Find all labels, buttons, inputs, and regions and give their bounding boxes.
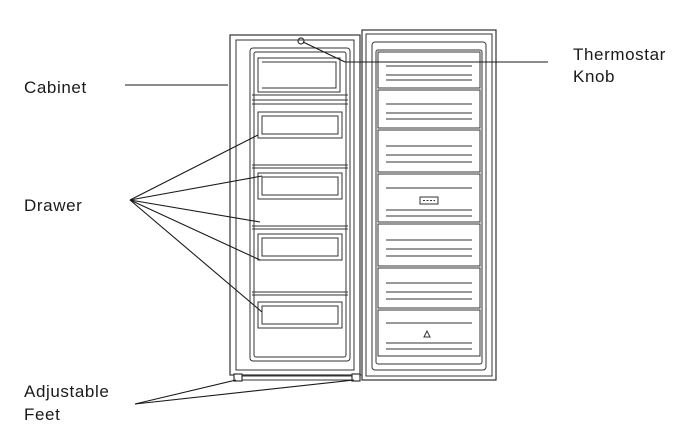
door-bin-2: [377, 89, 481, 129]
door-bin-7: [377, 309, 481, 357]
cabinet-label: Cabinet: [24, 78, 87, 97]
drawer-leader-line-3: [129, 199, 261, 223]
drawer-label: Drawer: [24, 196, 83, 215]
door-bin-3: [377, 129, 481, 173]
cabinet-drawer-3: [257, 233, 343, 261]
door-panel: [361, 29, 497, 381]
door-bin-1: [377, 51, 481, 89]
door-bin-5: [377, 223, 481, 267]
cabinet-drawer-1: [257, 111, 343, 139]
thermostat-leader-line: [302, 41, 346, 63]
drawer-leader-line-1: [129, 134, 259, 201]
drawer-leader-line-5: [129, 199, 263, 313]
cabinet-drawer-4: [257, 301, 343, 329]
feet-leader-line-right: [134, 379, 355, 405]
adjustable-foot-left: [233, 373, 243, 382]
feet-leader-line-left: [134, 379, 237, 405]
adjustable-feet-label-line1: Adjustable: [24, 382, 110, 401]
adjustable-feet-label-line2: Feet: [24, 405, 61, 424]
cabinet-drawer-2: [257, 172, 343, 200]
cabinet-base: [232, 374, 362, 381]
drawer-leader-line-2: [129, 175, 263, 201]
door-logo-icon: [423, 329, 431, 338]
thermostat-knob-label-line2: Knob: [573, 67, 616, 86]
adjustable-foot-right: [351, 373, 361, 382]
cabinet-shelf-lines: [252, 164, 348, 296]
thermostat-knob: [297, 37, 305, 45]
thermostat-knob-label-line1: Thermostar: [573, 45, 666, 64]
drawer-leader-line-4: [129, 199, 261, 261]
door-bin-4: [377, 173, 481, 223]
door-bin-6: [377, 267, 481, 309]
door-control-panel: [419, 196, 439, 205]
